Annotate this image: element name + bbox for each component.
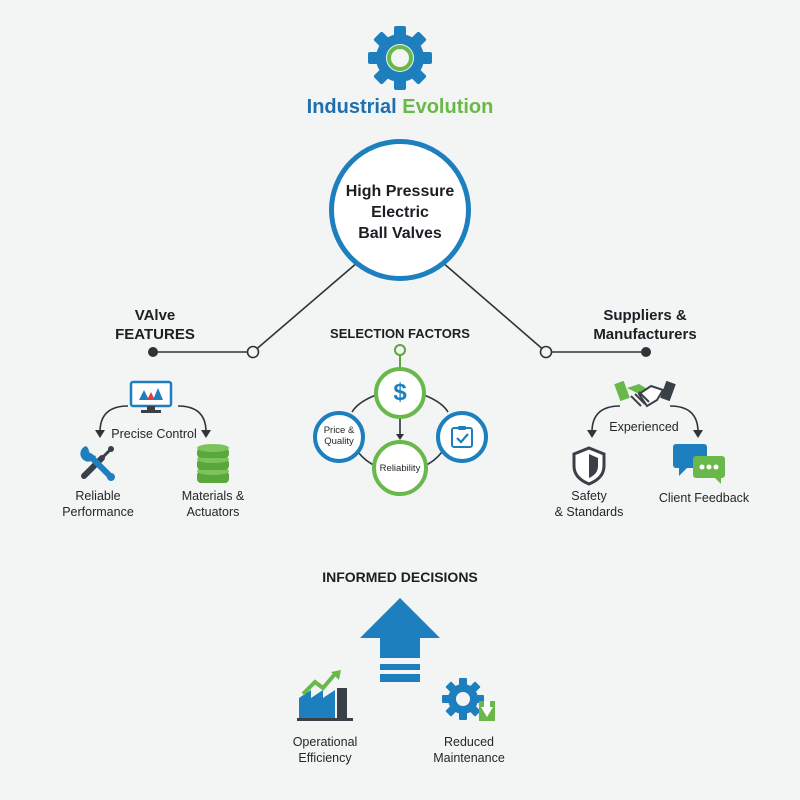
suppliers-title-line-2: Manufacturers xyxy=(593,326,697,343)
hub-title: High Pressure Electric Ball Valves xyxy=(330,181,470,244)
suppliers-title-line-1: Suppliers & xyxy=(603,307,687,324)
suppliers-title: Suppliers & Manufacturers xyxy=(570,306,720,344)
gear-icon xyxy=(366,24,434,92)
factory-growth-icon xyxy=(297,668,353,722)
reliable-performance-label: Reliable Performance xyxy=(44,488,152,520)
left-branch-arrows xyxy=(95,405,211,438)
price-node xyxy=(374,367,426,419)
right-branch-arrows xyxy=(587,405,703,438)
price-quality-node xyxy=(313,411,365,463)
materials-actuators-line-2: Actuators xyxy=(186,505,240,519)
node-dot-left xyxy=(148,347,158,357)
node-ring-right xyxy=(539,345,553,359)
safety-standards-line-1: Safety xyxy=(571,489,607,503)
valve-features-title-line-2: FEATURES xyxy=(115,326,195,343)
reduced-maintenance-line-2: Maintenance xyxy=(433,751,505,765)
reliability-node xyxy=(372,440,428,496)
hub-circle xyxy=(329,139,471,281)
gear-download-icon xyxy=(441,677,499,725)
valve-features-title-line-1: VAlve xyxy=(134,307,176,324)
operational-efficiency-line-2: Efficiency xyxy=(298,751,352,765)
price-quality-line-2: Quality xyxy=(324,436,354,447)
checklist-icon xyxy=(450,425,474,449)
brand-word-2: Evolution xyxy=(402,96,494,118)
hub-line-3: Ball Valves xyxy=(358,225,442,242)
monitor-icon xyxy=(129,380,173,414)
reduced-maintenance-label: Reduced Maintenance xyxy=(414,734,524,766)
selection-factors-title: SELECTION FACTORS xyxy=(330,326,470,341)
reliable-performance-line-1: Reliable xyxy=(75,489,121,503)
chat-bubbles-icon xyxy=(673,442,727,486)
reliability-label: Reliability xyxy=(379,463,421,474)
hub-line-2: Electric xyxy=(371,204,429,221)
up-arrow-icon xyxy=(358,598,442,684)
experienced-label: Experienced xyxy=(609,420,679,434)
safety-standards-line-2: & Standards xyxy=(554,505,624,519)
materials-actuators-label: Materials & Actuators xyxy=(160,488,266,520)
safety-standards-label: Safety & Standards xyxy=(536,488,642,520)
compliance-node xyxy=(436,411,488,463)
client-feedback-label: Client Feedback xyxy=(658,491,750,505)
materials-actuators-line-1: Materials & xyxy=(181,489,245,503)
handshake-icon xyxy=(614,376,676,414)
valve-features-title: VAlve FEATURES xyxy=(95,306,215,344)
wrench-screwdriver-icon xyxy=(76,442,118,484)
brand-title: Industrial Evolution xyxy=(0,96,800,119)
price-quality-line-1: Price & xyxy=(323,425,355,436)
price-quality-label: Price & Quality xyxy=(313,425,365,447)
database-stack-icon xyxy=(195,443,231,485)
hub-line-1: High Pressure xyxy=(345,183,455,200)
reliable-performance-line-2: Performance xyxy=(62,505,134,519)
dollar-icon: $ xyxy=(393,379,407,406)
shield-icon xyxy=(572,446,606,486)
precise-control-label: Precise Control xyxy=(111,427,197,441)
operational-efficiency-label: Operational Efficiency xyxy=(270,734,380,766)
brand-word-1: Industrial xyxy=(306,96,397,118)
node-dot-right xyxy=(641,347,651,357)
informed-decisions-title: INFORMED DECISIONS xyxy=(322,569,478,585)
node-ring-left xyxy=(246,345,260,359)
operational-efficiency-line-1: Operational xyxy=(292,735,358,749)
reduced-maintenance-line-1: Reduced xyxy=(443,735,495,749)
